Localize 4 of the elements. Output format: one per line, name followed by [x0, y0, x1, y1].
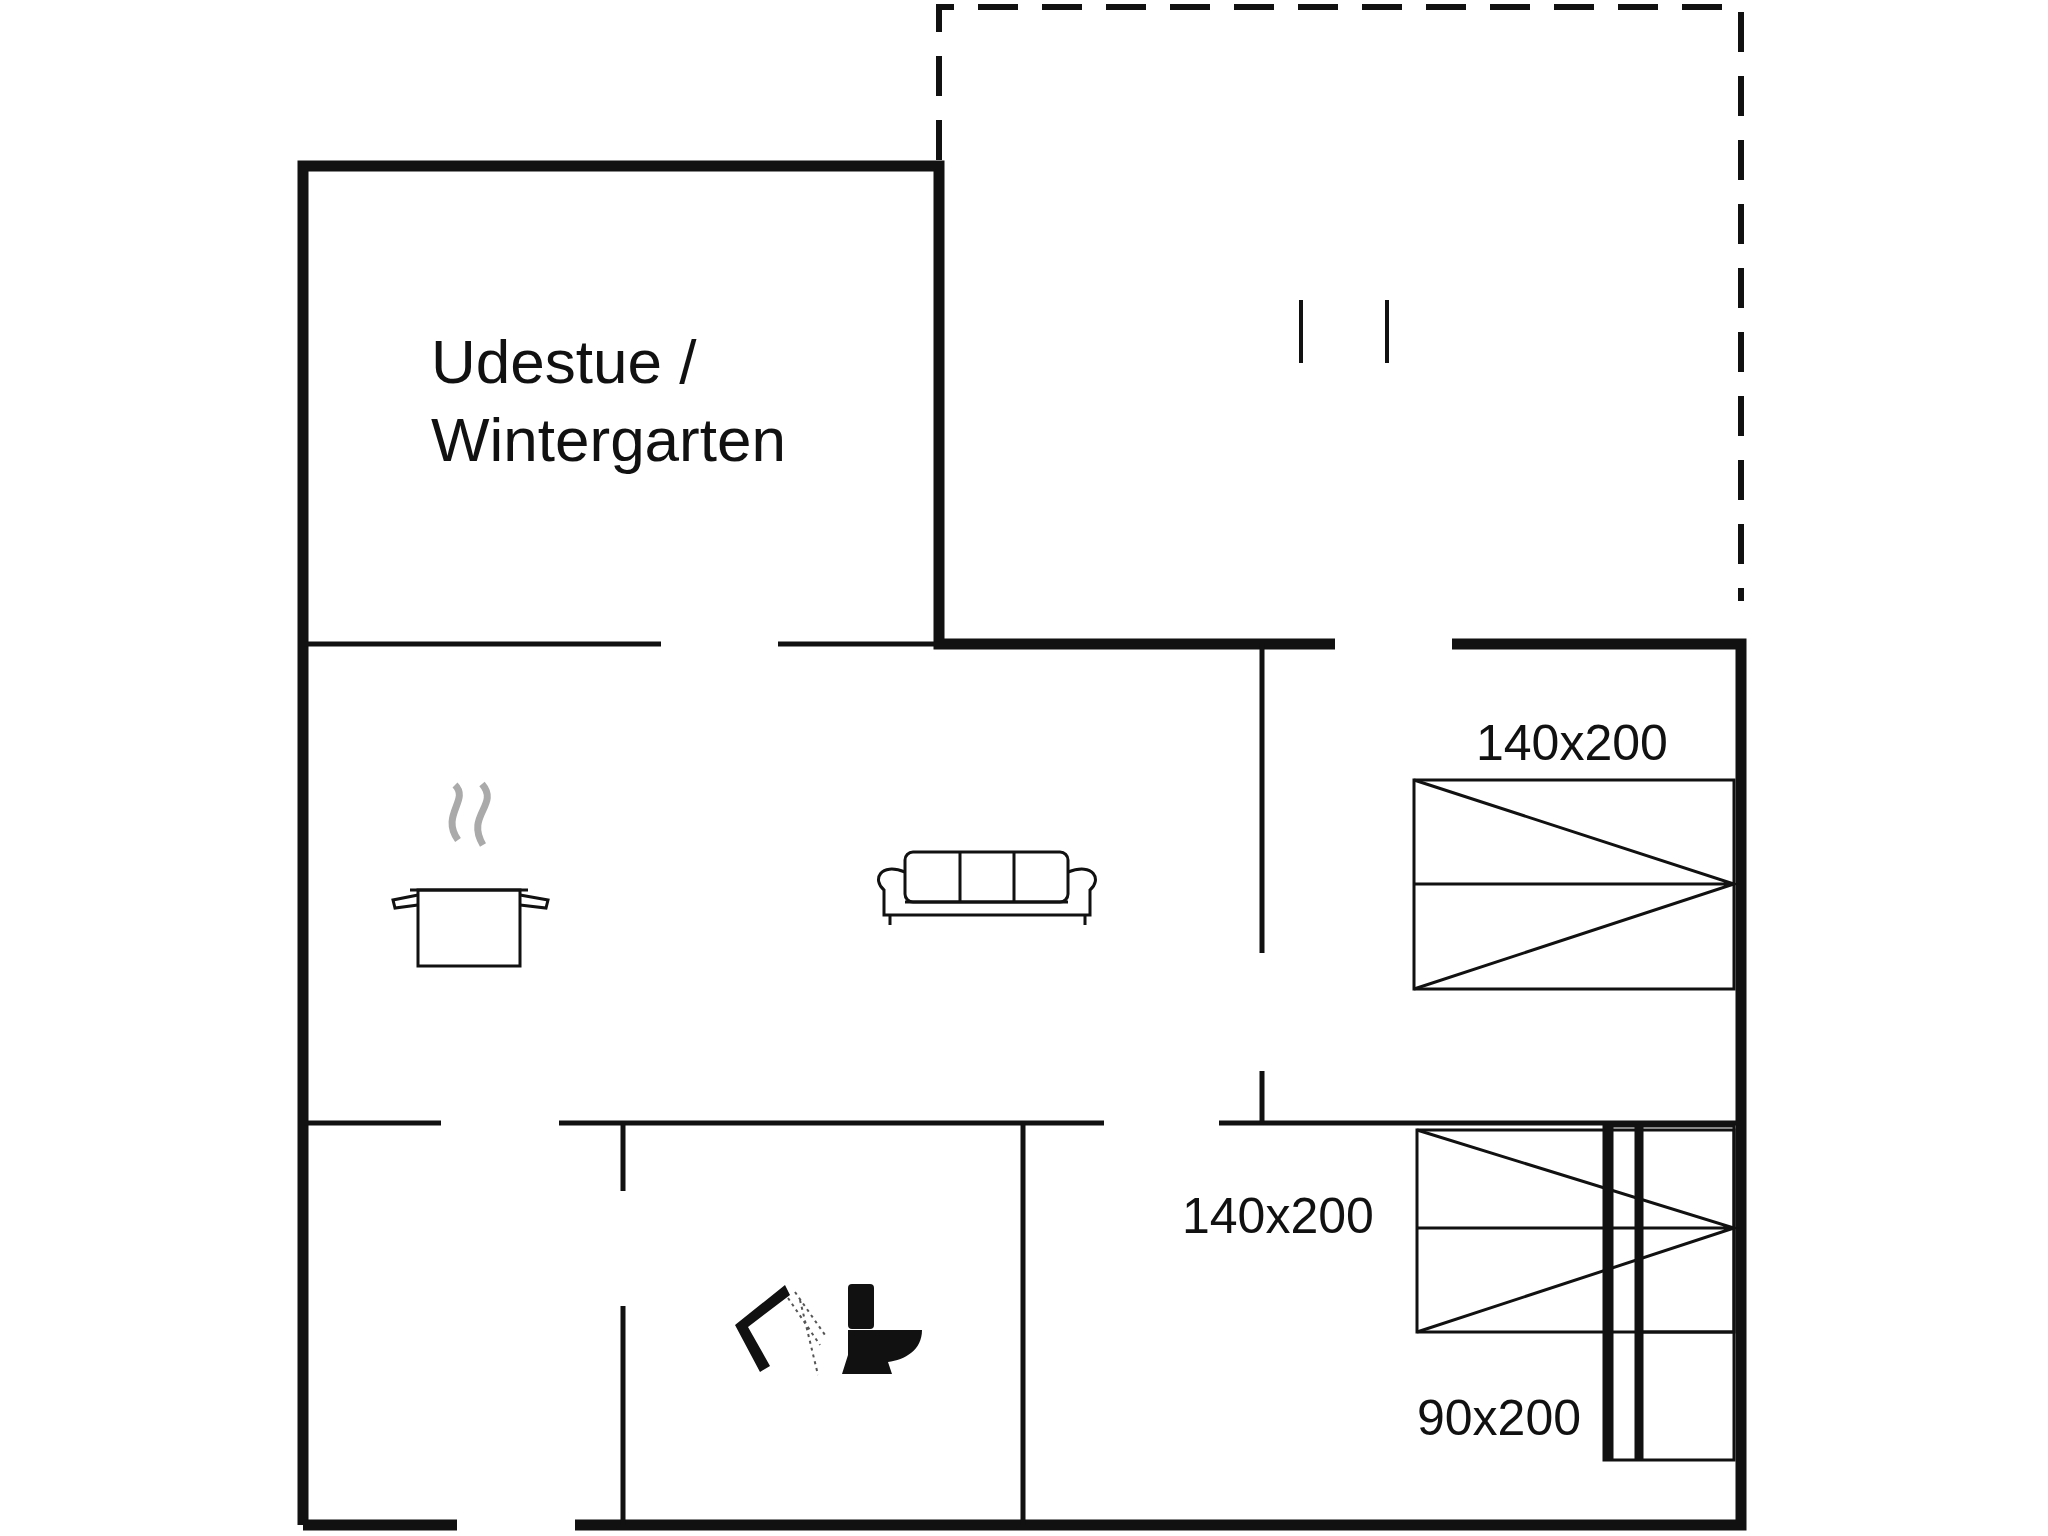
room-label: Udestue / Wintergarten: [431, 326, 787, 476]
bed-size-label: 140x200: [1476, 714, 1668, 773]
bed-size-label: 140x200: [1182, 1187, 1374, 1246]
bed-size-label: 90x200: [1417, 1389, 1582, 1448]
